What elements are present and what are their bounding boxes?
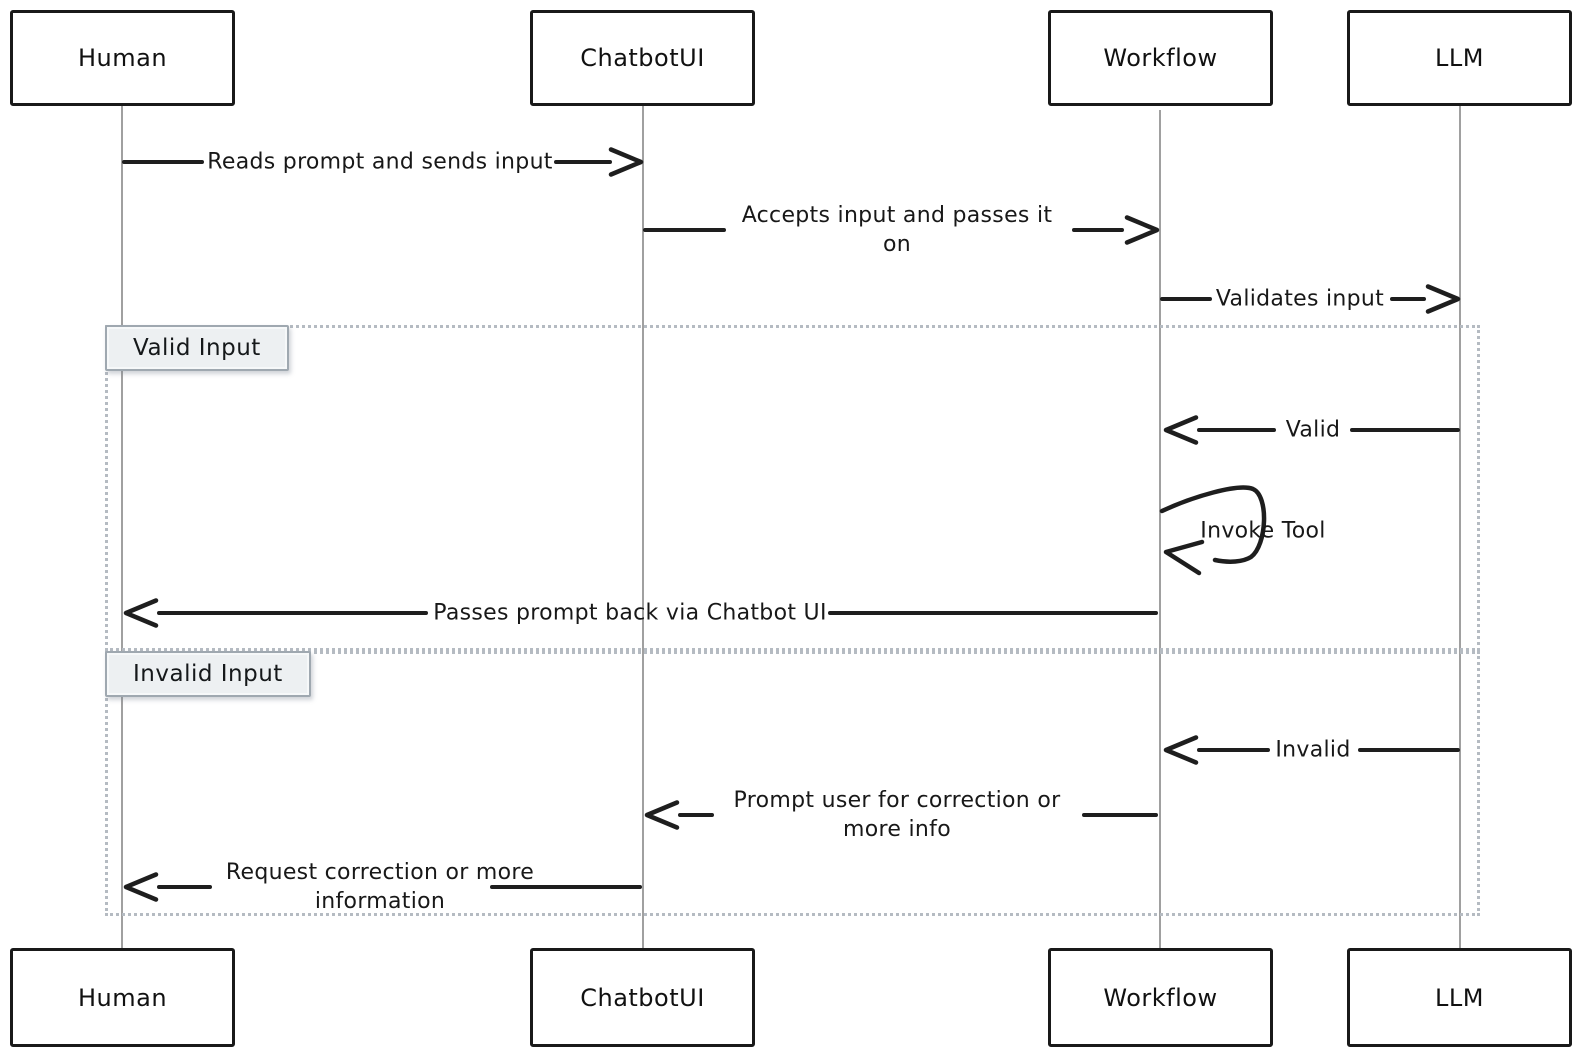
actor-box-workflow-bottom: Workflow (1048, 948, 1273, 1047)
arrow-valid (1163, 415, 1460, 445)
actor-label-llm: LLM (1435, 44, 1484, 72)
message-label-passes-prompt-back: Passes prompt back via Chatbot UI (433, 600, 827, 626)
message-label-reads-prompt: Reads prompt and sends input (207, 149, 553, 175)
arrow-prompt-user (644, 800, 1158, 830)
arrow-validates-input (1160, 284, 1461, 314)
actor-label-human: Human (77, 983, 168, 1012)
arrow-request-correction (123, 872, 642, 902)
arrow-invalid (1163, 735, 1460, 765)
message-label-invoke-tool: Invoke Tool (1200, 518, 1326, 544)
message-label-request-correction: Request correction or more information (225, 859, 535, 914)
arrow-invoke-tool-loop (1159, 485, 1267, 576)
actor-box-human-bottom: Human (10, 948, 235, 1047)
frame-invalid-input: Invalid Input (105, 651, 1480, 916)
message-label-accepts-input: Accepts input and passes it on (741, 202, 1053, 257)
actor-label-workflow: Workflow (1103, 983, 1218, 1012)
arrow-passes-prompt-back (123, 598, 1158, 628)
actor-box-llm-bottom: LLM (1347, 948, 1572, 1047)
actor-label-chatbotui: ChatbotUI (580, 44, 705, 72)
arrow-accepts-input (643, 215, 1160, 245)
actor-label-chatbotui: ChatbotUI (580, 983, 705, 1012)
message-label-validates-input: Validates input (1215, 286, 1385, 312)
frame-valid-input: Valid Input (105, 325, 1480, 651)
message-label-valid: Valid (1285, 417, 1341, 443)
message-label-prompt-user: Prompt user for correction or more info (733, 787, 1061, 842)
actor-label-human: Human (77, 44, 168, 72)
lifelines (121, 106, 1461, 948)
actor-box-chatbotui-bottom: ChatbotUI (530, 948, 755, 1047)
message-label-invalid: Invalid (1275, 737, 1351, 763)
frame-label-valid-input: Valid Input (105, 325, 289, 371)
actor-label-llm: LLM (1435, 983, 1484, 1012)
actor-label-workflow: Workflow (1103, 44, 1218, 72)
arrow-reads-prompt (122, 147, 644, 177)
frame-label-invalid-input: Invalid Input (105, 651, 311, 697)
actor-box-chatbotui-top: ChatbotUI (530, 10, 755, 106)
actor-box-llm-top: LLM (1347, 10, 1572, 106)
actor-box-human-top: Human (10, 10, 235, 106)
actor-box-workflow-top: Workflow (1048, 10, 1273, 106)
